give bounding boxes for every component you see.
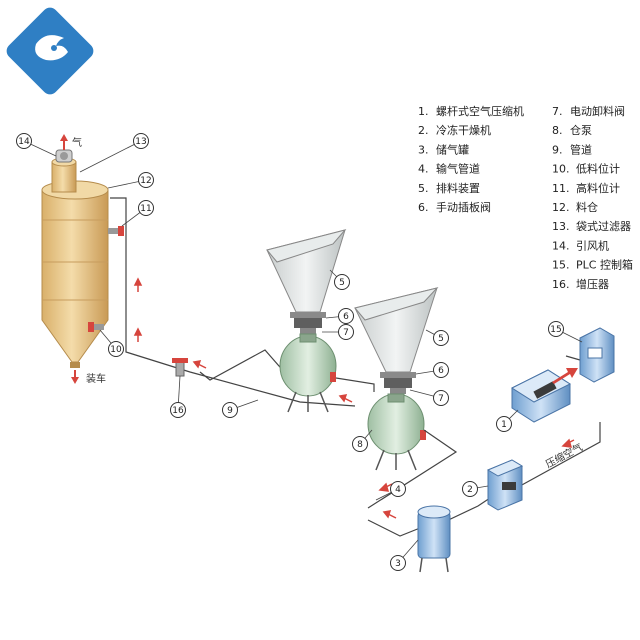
- callout-circle: [138, 172, 154, 188]
- low-level-meter: [88, 322, 104, 332]
- high-level-meter: [108, 226, 124, 236]
- loading-arrow: [71, 370, 79, 384]
- legend: 1.螺杆式空气压缩机 2.冷冻干燥机 3.储气罐 4.输气管道 5.排料装置 6.手动插板…: [418, 104, 633, 291]
- callout-circle: [108, 341, 124, 357]
- callout-circle: [334, 274, 350, 290]
- air-storage-tank: [417, 505, 451, 573]
- callout-circle: [138, 200, 154, 216]
- legend-item: 7.电动卸料阀: [552, 104, 625, 118]
- callout-number: 2: [467, 485, 473, 495]
- legend-item: 1.螺杆式空气压缩机: [418, 104, 524, 118]
- induced-draft-fan: [55, 149, 73, 163]
- legend-item: 16.增压器: [552, 277, 609, 291]
- legend-item: 3.储气罐: [418, 142, 469, 156]
- callout-number: 7: [343, 328, 349, 338]
- gas-label: 气: [72, 136, 82, 149]
- callout-number: 1: [501, 420, 507, 430]
- callout-circle: [462, 481, 478, 497]
- callout-circle: [433, 362, 449, 378]
- silo: [41, 180, 109, 368]
- callout-circle: [496, 416, 512, 432]
- legend-item: 5.排料装置: [418, 181, 480, 195]
- legend-item: 12.料仓: [552, 200, 598, 214]
- bin-pump-left: [279, 333, 337, 413]
- plc-control-box: [579, 327, 615, 383]
- callout-number: 4: [395, 485, 401, 495]
- callout-number: 10: [110, 345, 122, 355]
- loading-label: 装车: [86, 372, 106, 385]
- callout-number: 9: [227, 406, 233, 416]
- legend-item: 14.引风机: [552, 238, 609, 252]
- flow-arrows: [133, 277, 353, 403]
- callout-number: 8: [357, 440, 363, 450]
- callout-circle: [390, 555, 406, 571]
- legend-item: 10.低料位计: [552, 162, 620, 176]
- callout-circle: [338, 324, 354, 340]
- callout-number: 7: [438, 394, 444, 404]
- callout-circle: [433, 390, 449, 406]
- callout-number: 6: [343, 312, 349, 322]
- legend-item: 9.管道: [552, 142, 592, 156]
- bin-pump-right: [367, 393, 426, 471]
- callout-circle: [133, 133, 149, 149]
- callout-number: 14: [18, 137, 30, 147]
- callout-circle: [433, 330, 449, 346]
- callout-number: 15: [550, 325, 561, 335]
- callout-number: 13: [135, 137, 146, 147]
- legend-item: 6.手动插板阀: [418, 200, 491, 214]
- legend-item: 2.冷冻干燥机: [418, 123, 491, 137]
- callout-circle: [548, 321, 564, 337]
- discharge-device-left: [266, 229, 347, 334]
- air-flow-arrows: [378, 438, 575, 519]
- callout-number: 5: [339, 278, 345, 288]
- callout-number: 16: [172, 406, 184, 416]
- callout-number: 3: [395, 559, 401, 569]
- company-logo: [6, 7, 94, 95]
- callout-number: 11: [140, 204, 151, 214]
- callout-number: 6: [438, 366, 444, 376]
- bag-filter: [51, 157, 77, 193]
- freeze-dryer: [486, 459, 524, 511]
- signal-arrow: [552, 368, 578, 384]
- legend-item: 4.输气管道: [418, 162, 480, 176]
- gas-outlet-arrow: [60, 134, 68, 150]
- discharge-device-right: [354, 287, 439, 394]
- callout-circle: [170, 402, 186, 418]
- callout-circle: [390, 481, 406, 497]
- callout-circle: [222, 402, 238, 418]
- legend-item: 8.仓泵: [552, 123, 592, 137]
- legend-item: 15.PLC 控制箱: [552, 258, 633, 272]
- legend-item: 13.袋式过滤器: [552, 219, 631, 233]
- legend-item: 11.高料位计: [552, 181, 620, 195]
- callout-circle: [352, 436, 368, 452]
- callout-number: 12: [140, 176, 151, 186]
- callout-leader: [79, 140, 142, 173]
- callout-number: 5: [438, 334, 444, 344]
- callout-circle: [338, 308, 354, 324]
- callout-circle: [16, 133, 32, 149]
